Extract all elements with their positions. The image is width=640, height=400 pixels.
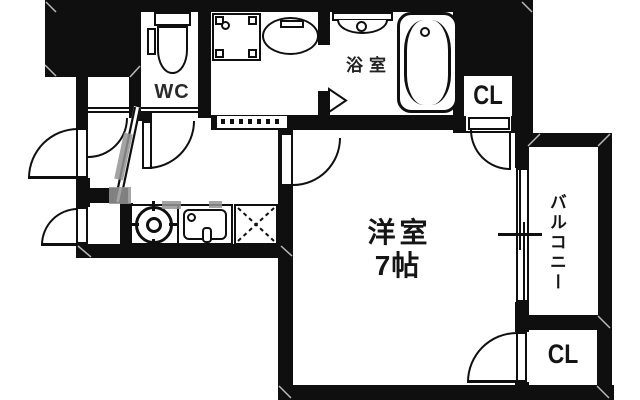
room-size-label: 7帖	[374, 250, 421, 281]
wall	[515, 115, 529, 168]
pan-drain	[221, 21, 230, 30]
entrance-door-chord	[28, 176, 78, 179]
refrigerator-cross-line	[237, 207, 275, 242]
toilet-side-panel	[147, 28, 156, 55]
wc-label: WC	[154, 81, 190, 103]
pan-corner	[248, 16, 257, 25]
closet-bottom-door-leaf	[516, 332, 527, 382]
balcony-wall	[528, 315, 612, 330]
pan-corner	[248, 49, 257, 58]
bathtub-faucet	[420, 27, 430, 37]
stove-tick	[152, 201, 155, 211]
watermark-smudge	[162, 201, 181, 209]
bathroom-label: 浴室	[346, 56, 392, 75]
wall	[278, 115, 293, 400]
wall	[45, 0, 140, 77]
closet-bottom-door-chord	[467, 380, 517, 383]
wall	[198, 0, 211, 118]
service-door-chord	[41, 243, 78, 246]
balcony-label: バルコニー	[546, 192, 566, 293]
wall	[597, 330, 612, 400]
window-sash-line	[519, 170, 521, 250]
wall	[76, 77, 88, 128]
bathtub-inner-rim	[404, 20, 451, 105]
entry-step-line	[86, 107, 198, 109]
wall	[515, 382, 529, 400]
room-name-label: 洋室	[367, 217, 432, 248]
stove-tick	[169, 223, 179, 226]
bath-basin-drain	[356, 21, 367, 32]
room-door-leaf	[280, 133, 293, 186]
wall-miter-lines	[44, 1, 611, 399]
wall	[76, 178, 90, 207]
wall	[120, 203, 133, 247]
wall	[45, 0, 533, 12]
toilet-bowl	[157, 26, 188, 74]
pan-corner	[215, 16, 224, 25]
watermark-smudge	[209, 201, 222, 208]
pan-corner	[215, 49, 224, 58]
stove-tick	[129, 223, 139, 226]
sink-faucet	[202, 227, 212, 243]
wall	[318, 0, 330, 45]
vanity-shelf	[280, 20, 304, 28]
closet-top	[464, 76, 512, 116]
window-center-tick	[498, 233, 542, 236]
stove-tick	[152, 239, 155, 249]
sliding-door-dashes	[221, 119, 283, 124]
entry-step-line	[86, 111, 198, 113]
toilet-tank	[154, 12, 191, 26]
wall	[76, 244, 283, 258]
closet-top-door-chord	[509, 131, 511, 170]
closet-top-label: CL	[473, 80, 503, 110]
bath-folding-door-icon	[328, 87, 348, 114]
sink-drain	[187, 213, 196, 222]
wall	[137, 112, 152, 121]
wall	[278, 385, 614, 400]
stove-burner-inner	[146, 217, 162, 233]
wall	[515, 302, 529, 332]
watermark-smudge	[109, 187, 131, 204]
wall	[129, 0, 141, 118]
closet-bottom-label: CL	[547, 339, 579, 369]
window-sash-line	[523, 222, 525, 300]
closet-top-door-leaf	[468, 117, 510, 130]
balcony-wall	[528, 133, 612, 147]
